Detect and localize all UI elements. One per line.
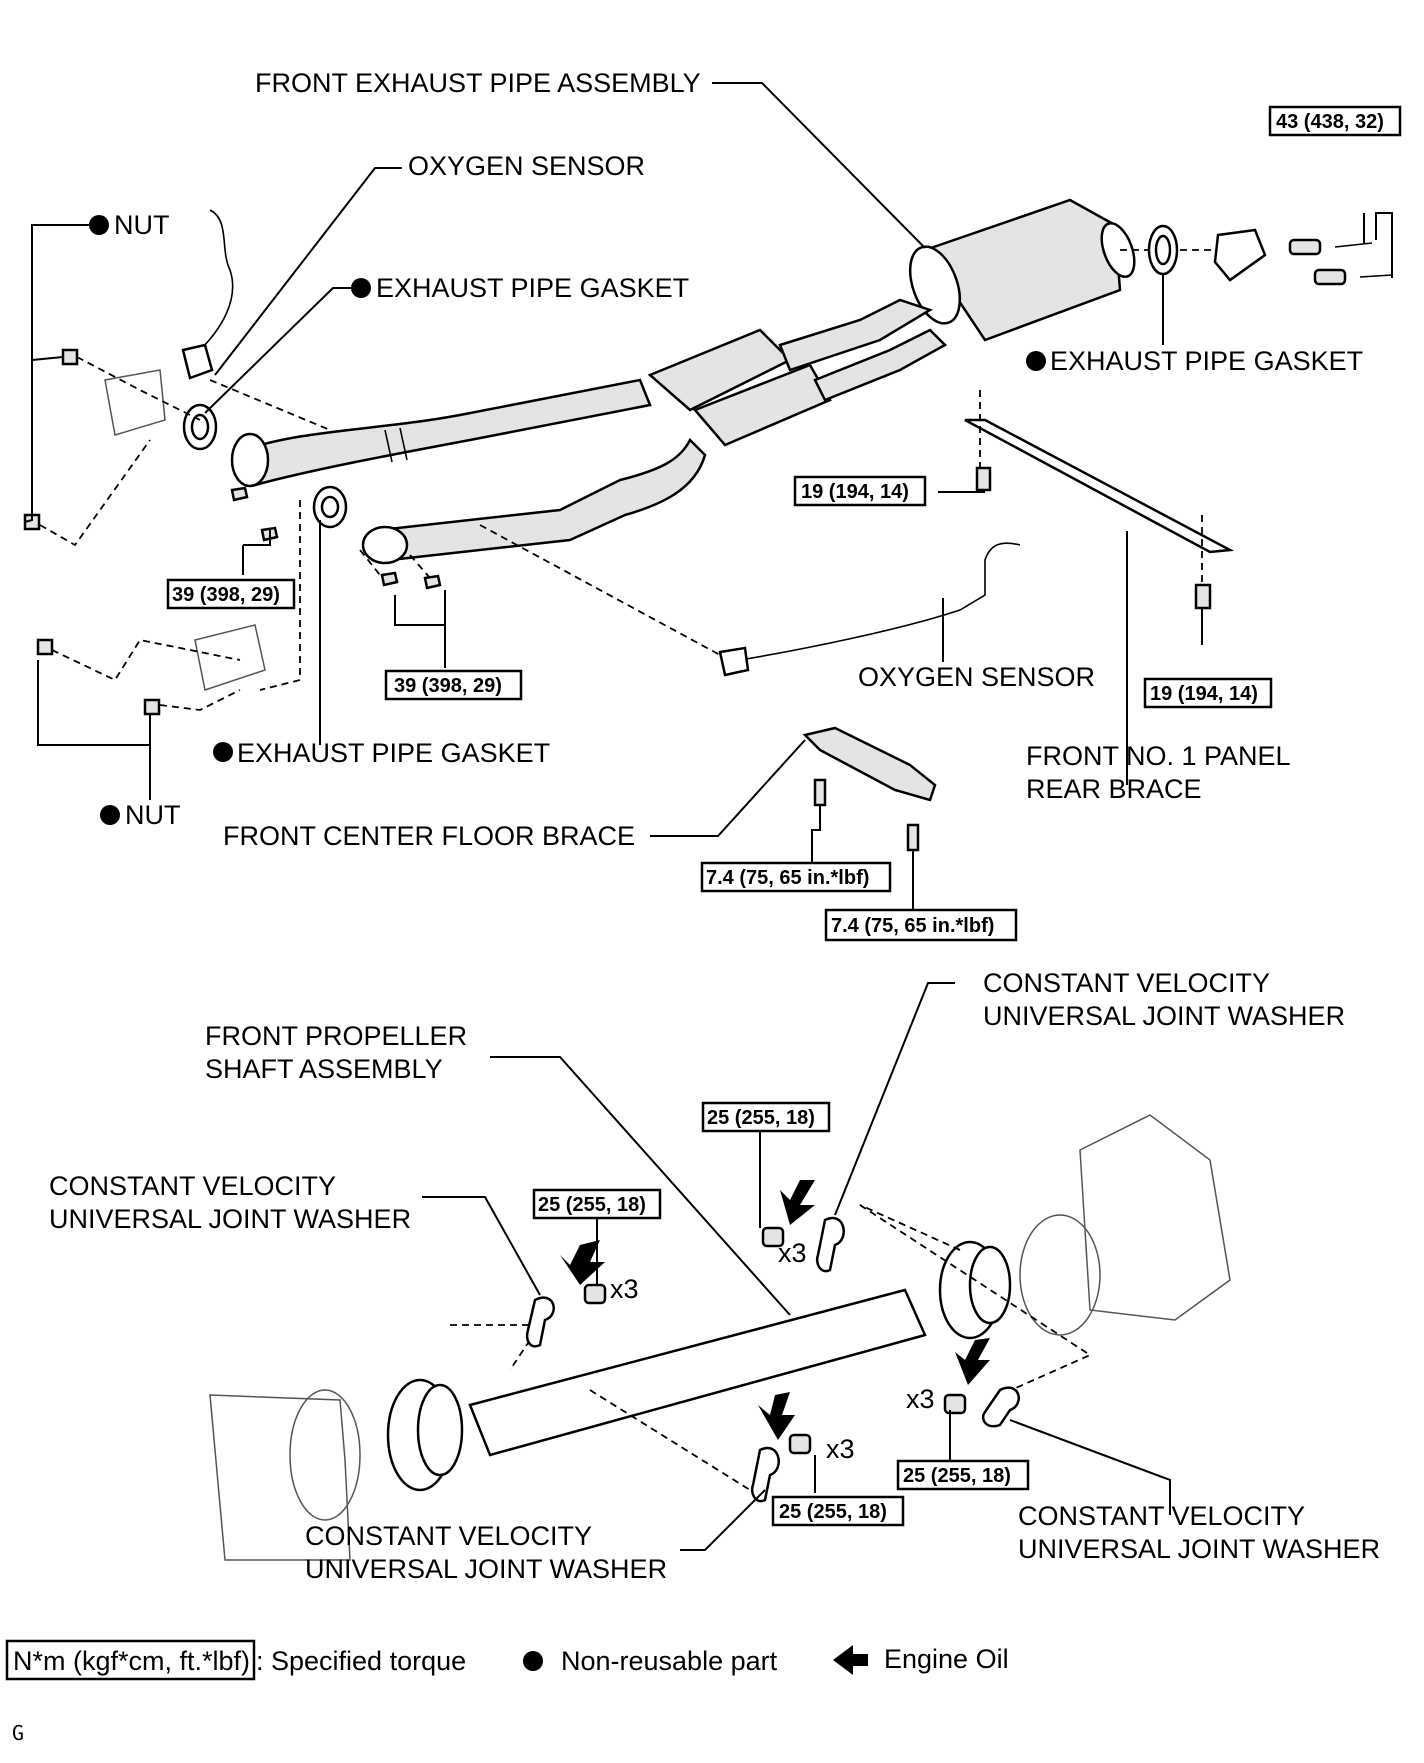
- torque-brace-lower: 19 (194, 14): [1150, 683, 1258, 705]
- label-cv-washer-bottom-line1: CONSTANT VELOCITY: [305, 1521, 592, 1551]
- label-front-propeller-line1: FRONT PROPELLER: [205, 1021, 467, 1051]
- torque-center-flange: 39 (398, 29): [394, 675, 502, 697]
- non-reusable-icon: [1026, 351, 1046, 371]
- torque-rear-flange: 43 (438, 32): [1276, 111, 1384, 133]
- label-nut-bottom: NUT: [125, 800, 181, 830]
- torque-floor-brace-1: 7.4 (75, 65 in.*lbf): [706, 867, 869, 889]
- non-reusable-icon: [213, 742, 233, 762]
- left-flange-parts: [23, 348, 331, 547]
- cv-washers-and-bolts: [525, 1216, 1020, 1503]
- torque-brace-upper: 19 (194, 14): [801, 481, 909, 503]
- label-cv-washer-left-line1: CONSTANT VELOCITY: [49, 1171, 336, 1201]
- non-reusable-icon: [89, 215, 109, 235]
- legend-engine-oil: Engine Oil: [884, 1644, 1009, 1674]
- torque-shaft-top: 25 (255, 18): [707, 1107, 815, 1129]
- engine-oil-arrows: [560, 1180, 990, 1440]
- exhaust-labels: FRONT EXHAUST PIPE ASSEMBLY OXYGEN SENSO…: [89, 68, 1363, 851]
- label-front-propeller-line2: SHAFT ASSEMBLY: [205, 1054, 443, 1084]
- label-front-center-floor-brace: FRONT CENTER FLOOR BRACE: [223, 821, 635, 851]
- torque-specs: 43 (438, 32) 19 (194, 14) 19 (194, 14) 3…: [166, 105, 1402, 1527]
- legend-non-reusable: Non-reusable part: [561, 1646, 778, 1676]
- front-center-floor-brace-drawing: [802, 726, 937, 852]
- filled-circle-icon: [523, 1651, 543, 1671]
- label-cv-washer-bottom-right-line2: UNIVERSAL JOINT WASHER: [1018, 1534, 1380, 1564]
- label-front-no1-panel-line1: FRONT NO. 1 PANEL: [1026, 741, 1291, 771]
- non-reusable-icon: [100, 805, 120, 825]
- label-cv-washer-left-line2: UNIVERSAL JOINT WASHER: [49, 1204, 411, 1234]
- label-exhaust-pipe-gasket-lower: EXHAUST PIPE GASKET: [237, 738, 550, 768]
- label-cv-washer-top-right-line1: CONSTANT VELOCITY: [983, 968, 1270, 998]
- qty-top: x3: [778, 1238, 807, 1268]
- oxygen-sensor-right-drawing: [479, 524, 1021, 677]
- label-front-no1-panel-line2: REAR BRACE: [1026, 774, 1202, 804]
- black-arrow-icon: [833, 1645, 868, 1675]
- non-reusable-icon: [351, 278, 371, 298]
- torque-shaft-right: 25 (255, 18): [903, 1465, 1011, 1487]
- qty-bottom: x3: [826, 1434, 855, 1464]
- qty-left: x3: [610, 1274, 639, 1304]
- label-exhaust-pipe-gasket-right: EXHAUST PIPE GASKET: [1050, 346, 1363, 376]
- front-exhaust-pipe-drawing: [230, 198, 1136, 565]
- lower-flange-parts: [36, 485, 442, 716]
- oxygen-sensor-top-drawing: [181, 209, 234, 380]
- label-front-exhaust-pipe-assembly: FRONT EXHAUST PIPE ASSEMBLY: [255, 68, 701, 98]
- front-no1-panel-rear-brace-drawing: [964, 390, 1235, 610]
- torque-shaft-left: 25 (255, 18): [538, 1194, 646, 1216]
- front-propeller-shaft-drawing: [209, 1114, 1231, 1561]
- legend-torque-desc: : Specified torque: [256, 1646, 466, 1676]
- figure-code: G: [12, 1721, 24, 1745]
- label-oxygen-sensor-right: OXYGEN SENSOR: [858, 662, 1095, 692]
- label-oxygen-sensor-top: OXYGEN SENSOR: [408, 151, 645, 181]
- label-cv-washer-bottom-right-line1: CONSTANT VELOCITY: [1018, 1501, 1305, 1531]
- rear-flange-parts: [1120, 224, 1393, 286]
- qty-right: x3: [906, 1384, 935, 1414]
- torque-floor-brace-2: 7.4 (75, 65 in.*lbf): [831, 915, 994, 937]
- label-cv-washer-top-right-line2: UNIVERSAL JOINT WASHER: [983, 1001, 1345, 1031]
- label-exhaust-pipe-gasket-left: EXHAUST PIPE GASKET: [376, 273, 689, 303]
- torque-shaft-bottom: 25 (255, 18): [779, 1501, 887, 1523]
- legend: N*m (kgf*cm, ft.*lbf) : Specified torque…: [5, 1639, 1009, 1745]
- shaft-labels: CONSTANT VELOCITY UNIVERSAL JOINT WASHER…: [49, 968, 1380, 1584]
- torque-left-flange: 39 (398, 29): [172, 584, 280, 606]
- label-nut-top: NUT: [114, 210, 170, 240]
- leader-lines: [24, 82, 1393, 1551]
- label-cv-washer-bottom-line2: UNIVERSAL JOINT WASHER: [305, 1554, 667, 1584]
- legend-torque-box: N*m (kgf*cm, ft.*lbf): [13, 1646, 250, 1676]
